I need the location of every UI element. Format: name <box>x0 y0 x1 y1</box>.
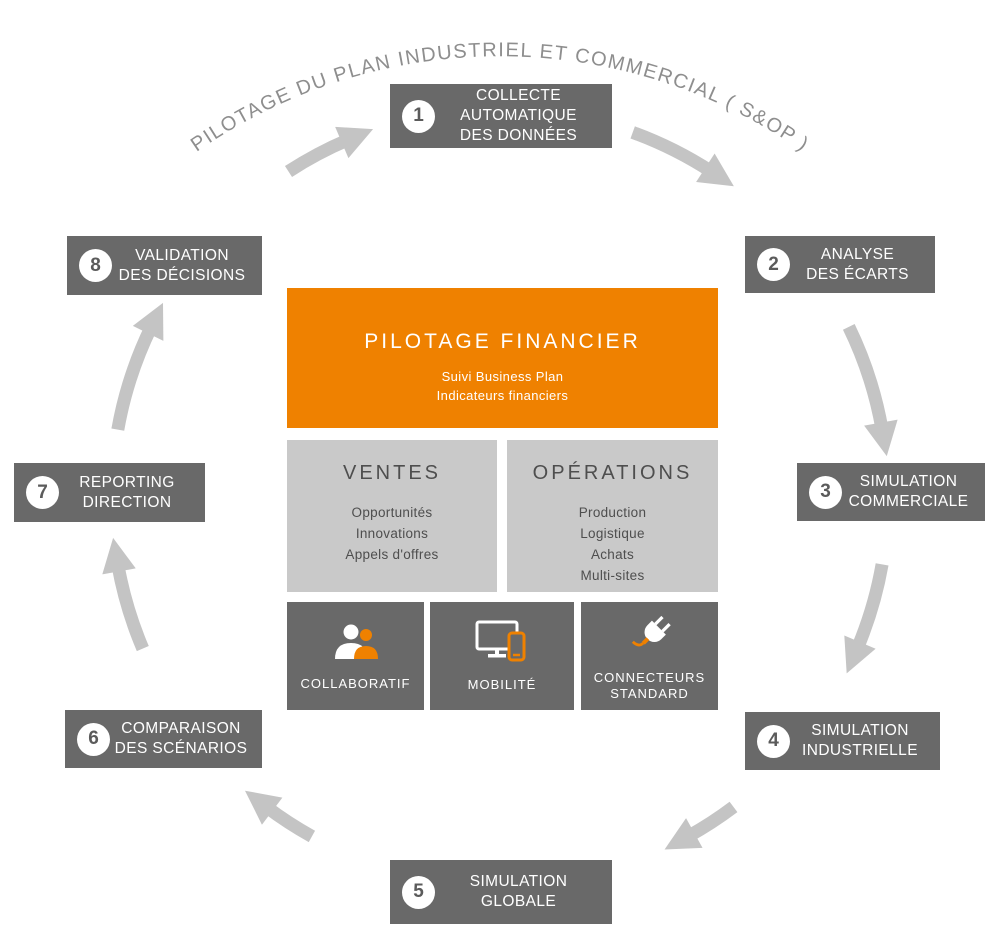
step-label-line: DES ÉCARTS <box>806 265 909 283</box>
step-8-validation-decisions: 8 VALIDATION DES DÉCISIONS <box>67 236 262 295</box>
collaboratif-label: COLLABORATIF <box>300 676 410 692</box>
step-1-number-badge: 1 <box>402 99 435 133</box>
step-number: 4 <box>768 730 779 751</box>
connecteurs-feature-box: CONNECTEURS STANDARD <box>581 602 718 710</box>
arrow-step1-to-step2 <box>630 126 734 187</box>
arrow-step3-to-step4 <box>844 563 889 674</box>
step-label-line: COMMERCIALE <box>848 493 969 510</box>
step-label-line: DES DONNÉES <box>459 126 578 144</box>
step-3-label: SIMULATION COMMERCIALE <box>842 472 975 512</box>
step-2-number-badge: 2 <box>757 248 790 281</box>
arrow-step2-to-step3 <box>842 324 898 457</box>
step-number: 1 <box>413 105 424 126</box>
ventes-title: VENTES <box>342 462 442 484</box>
step-6-label: COMPARAISON DES SCÉNARIOS <box>110 719 252 759</box>
finance-sub-line: Indicateurs financiers <box>436 388 569 403</box>
step-4-number-badge: 4 <box>757 724 790 758</box>
step-5-label: SIMULATION GLOBALE <box>435 872 602 912</box>
step-label-line: GLOBALE <box>480 893 557 910</box>
step-number: 5 <box>413 881 424 902</box>
step-3-simulation-commerciale: 3 SIMULATION COMMERCIALE <box>797 463 985 521</box>
step-5-number-badge: 5 <box>402 875 435 909</box>
step-number: 8 <box>90 254 101 276</box>
step-label-line: SIMULATION <box>469 873 568 891</box>
finance-sub-line: Suivi Business Plan <box>441 369 564 384</box>
step-number: 2 <box>768 253 779 275</box>
step-number: 3 <box>820 481 831 502</box>
step-label-line: DES DÉCISIONS <box>118 266 246 284</box>
ventes-items: Opportunités Innovations Appels d'offres <box>287 502 497 565</box>
step-4-label: SIMULATION INDUSTRIELLE <box>790 721 930 761</box>
step-2-label: ANALYSE DES ÉCARTS <box>790 245 925 285</box>
step-8-number-badge: 8 <box>79 249 112 282</box>
step-number: 6 <box>88 728 99 749</box>
operations-item: Achats <box>590 547 635 562</box>
step-7-number-badge: 7 <box>26 476 59 509</box>
feature-label-line: STANDARD <box>610 685 689 701</box>
pilotage-financier-subtitle: Suivi Business Plan Indicateurs financie… <box>287 367 718 405</box>
step-label-line: REPORTING <box>79 473 175 491</box>
step-8-label: VALIDATION DES DÉCISIONS <box>112 246 252 286</box>
pilotage-financier-title: PILOTAGE FINANCIER <box>364 330 641 353</box>
step-label-line: ANALYSE <box>820 245 895 263</box>
operations-items: Production Logistique Achats Multi-sites <box>507 502 718 586</box>
step-label-line: SIMULATION <box>811 722 909 740</box>
step-label-line: DIRECTION <box>82 493 172 511</box>
operations-title: OPÉRATIONS <box>532 462 693 484</box>
devices-icon <box>475 620 529 667</box>
operations-panel: OPÉRATIONS Production Logistique Achats … <box>507 440 718 592</box>
arrow-step6-to-step7 <box>102 537 149 652</box>
step-6-number-badge: 6 <box>77 722 110 756</box>
arrow-step7-to-step8 <box>111 302 164 431</box>
plug-icon <box>628 611 672 660</box>
pilotage-financier-panel: PILOTAGE FINANCIER Suivi Business Plan I… <box>287 288 718 428</box>
step-2-analyse-ecarts: 2 ANALYSE DES ÉCARTS <box>745 236 935 293</box>
step-4-simulation-industrielle: 4 SIMULATION INDUSTRIELLE <box>745 712 940 770</box>
ventes-item: Innovations <box>355 526 429 541</box>
arrow-step5-to-step6 <box>245 790 316 843</box>
step-label-line: AUTOMATIQUE <box>460 107 577 125</box>
feature-label-line: MOBILITÉ <box>467 676 537 692</box>
step-label-line: DES SCÉNARIOS <box>114 740 248 757</box>
ventes-item: Opportunités <box>351 505 433 520</box>
operations-item: Multi-sites <box>580 568 645 583</box>
step-label-line: SIMULATION <box>859 473 958 491</box>
mobilite-feature-box: MOBILITÉ <box>430 602 574 710</box>
step-1-collecte-automatique: 1 COLLECTE AUTOMATIQUE DES DONNÉES <box>390 84 612 148</box>
step-1-label: COLLECTE AUTOMATIQUE DES DONNÉES <box>435 86 602 145</box>
step-3-number-badge: 3 <box>809 475 842 509</box>
step-6-comparaison-scenarios: 6 COMPARAISON DES SCÉNARIOS <box>65 710 262 768</box>
step-label-line: COLLECTE <box>475 87 562 105</box>
step-label-line: VALIDATION <box>135 246 229 264</box>
feature-label-line: CONNECTEURS <box>593 669 706 685</box>
ventes-panel: VENTES Opportunités Innovations Appels d… <box>287 440 497 592</box>
ventes-item: Appels d'offres <box>345 547 439 562</box>
collaboratif-feature-box: COLLABORATIF <box>287 602 424 710</box>
operations-item: Production <box>578 505 647 520</box>
feature-label-line: COLLABORATIF <box>300 675 411 691</box>
step-label-line: COMPARAISON <box>121 720 241 738</box>
people-icon <box>331 621 381 666</box>
mobilite-label: MOBILITÉ <box>468 677 537 693</box>
step-label-line: INDUSTRIELLE <box>802 742 918 759</box>
step-number: 7 <box>37 481 48 503</box>
step-5-simulation-globale: 5 SIMULATION GLOBALE <box>390 860 612 924</box>
operations-item: Logistique <box>580 526 645 541</box>
arrow-step4-to-step5 <box>664 801 738 850</box>
arrow-step8-to-step1 <box>284 126 374 177</box>
step-7-reporting-direction: 7 REPORTING DIRECTION <box>14 463 205 522</box>
connecteurs-label: CONNECTEURS STANDARD <box>594 670 705 702</box>
step-7-label: REPORTING DIRECTION <box>59 473 195 513</box>
